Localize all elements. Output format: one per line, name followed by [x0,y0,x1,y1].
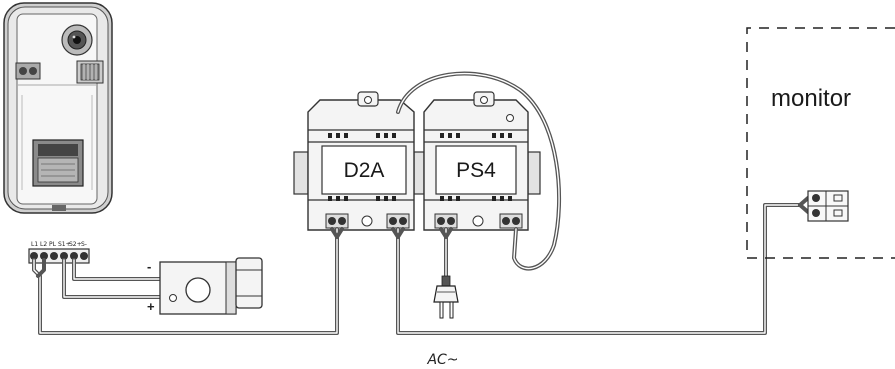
terminal-label-s-minus: S- [81,241,87,248]
monitor-label: monitor [771,85,851,112]
wire-panel-to-d2a [32,227,344,335]
ps4-terminals [434,213,523,229]
terminal-label-s1: S1+ [58,241,71,248]
ps4-label: PS4 [456,159,496,182]
wire-d2a-to-monitor [391,196,810,335]
terminal-label-s2: S2+ [69,241,82,248]
call-button-icon [32,139,84,187]
lock-minus-label: - [147,259,151,274]
panel-connector-right [76,60,104,84]
d2a-module: D2A [293,91,425,231]
terminal-label-l1: L1 [31,241,38,248]
terminal-label-pl: PL [49,241,57,248]
panel-connector-left [15,62,41,80]
wire-ps4-to-d2a-loop [396,71,562,271]
mains-plug-icon [433,275,459,319]
d2a-label: D2A [344,159,385,182]
terminal-screws [30,252,88,260]
terminal-label-l2: L2 [40,241,47,248]
monitor-connector [807,190,849,222]
camera-icon [61,24,93,56]
terminal-block: L1 L2 PL S1+ S2+ S- [28,241,90,264]
terminal-labels: L1 L2 PL S1+ S2+ S- [31,241,87,248]
ac-label: AC~ [426,352,458,368]
wire-terminal-to-lock [62,258,162,299]
door-panel [3,2,113,214]
lock-plus-label: + [147,299,155,314]
ps4-module: PS4 [423,91,541,231]
d2a-terminals [325,213,410,229]
wire-ps4-to-plug [439,227,453,284]
wires [32,71,810,335]
electric-lock-icon [159,257,263,315]
monitor-outline [746,27,895,259]
